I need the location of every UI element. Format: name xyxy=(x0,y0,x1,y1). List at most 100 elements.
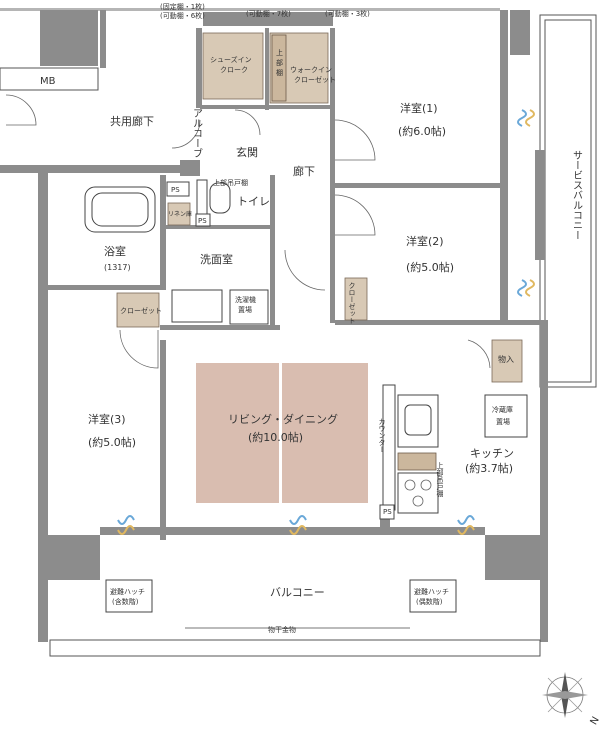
label-shoes-closet-1: シューズイン xyxy=(210,55,252,64)
label-laundry-rail: 物干金物 xyxy=(268,625,296,634)
top-storage-wall xyxy=(203,12,333,26)
bedroom-divider xyxy=(335,183,500,188)
outer-walls xyxy=(0,8,597,657)
label-counter: カウンター xyxy=(378,418,386,453)
bath-bottom-wall xyxy=(48,285,160,290)
ps-box-2 xyxy=(195,213,211,227)
entry-left-wall xyxy=(196,28,202,108)
bathtub-inner xyxy=(91,192,149,227)
label-living-name: リビング・ダイニング xyxy=(228,412,338,426)
label-western1-name: 洋室(1) xyxy=(400,101,438,115)
balcony-column-left xyxy=(48,535,100,580)
toilet-tank xyxy=(196,179,208,217)
closet-bedroom3 xyxy=(116,292,160,328)
right-wall-upper xyxy=(500,10,508,320)
bath-right-wall xyxy=(160,175,166,290)
label-mb: MB xyxy=(40,76,56,87)
upper-shelf xyxy=(271,34,287,102)
door-entrance xyxy=(171,119,201,149)
fridge-place xyxy=(484,394,528,438)
label-entrance: 玄関 xyxy=(236,145,258,159)
label-common-corridor: 共用廊下 xyxy=(110,114,154,128)
label-washer-2: 置場 xyxy=(238,305,252,314)
corridor-bottom-wall xyxy=(0,165,185,173)
door-corridor-left xyxy=(5,94,37,126)
label-kitchen-name: キッチン xyxy=(470,447,514,460)
bedroom3-right-wall xyxy=(160,340,166,540)
vent-bedroom3-b xyxy=(117,515,135,525)
vent-bedroom2-y xyxy=(525,279,535,297)
vent-bedroom1-b xyxy=(517,109,527,127)
door-washroom xyxy=(284,249,326,291)
service-balcony-inner xyxy=(544,19,592,383)
label-upper-cabinet: 上部吊戸棚 xyxy=(213,178,248,187)
label-storage-small: 物入 xyxy=(498,354,514,364)
label-washroom: 洗面室 xyxy=(200,252,233,266)
label-upper-shelf-1: 上 xyxy=(276,48,283,57)
interior-walls xyxy=(48,28,540,540)
vent-bedroom2-b xyxy=(517,279,527,297)
compass-icon xyxy=(542,672,588,718)
kitchen-sink xyxy=(404,404,432,436)
vent-kitchen-y xyxy=(457,525,475,535)
label-north: N xyxy=(589,715,602,727)
label-closet-bedroom2: クローゼット xyxy=(348,282,356,324)
label-shoes-closet-2: クローク xyxy=(220,66,248,74)
label-shelf-movable-7: (可動棚・7枚) xyxy=(246,9,291,18)
door-bedroom1 xyxy=(334,119,376,161)
door-kitchen-storage xyxy=(467,339,491,369)
toilet-bowl xyxy=(209,182,231,214)
door-shoes xyxy=(234,109,261,136)
fixtures xyxy=(84,179,528,613)
label-closet-bedroom3: クローゼット xyxy=(120,306,162,315)
right-column-top xyxy=(510,10,530,55)
vent-bedroom1-y xyxy=(525,109,535,127)
vent-living-y xyxy=(289,525,307,535)
label-fridge-1: 冷蔵庫 xyxy=(492,405,513,414)
alcove-wall xyxy=(180,160,200,176)
label-toilet: トイレ xyxy=(237,195,270,208)
label-ps-2: PS xyxy=(198,217,207,225)
closet-bottom-wall xyxy=(200,105,330,109)
label-hatch1-1: 避難ハッチ xyxy=(110,587,145,596)
label-western2-name: 洋室(2) xyxy=(406,234,444,248)
closet-bedroom2 xyxy=(344,277,368,321)
label-upper-shelf-3: 棚 xyxy=(276,68,283,77)
right-column-mid xyxy=(535,150,545,260)
balcony-inner-wall xyxy=(100,527,485,535)
mb-side-wall xyxy=(100,10,106,68)
doors xyxy=(5,94,491,369)
stove xyxy=(397,472,439,514)
label-upper-shelf-2: 部 xyxy=(276,58,283,67)
washroom-top-wall xyxy=(166,225,271,229)
left-wall xyxy=(38,172,48,642)
living-floor-right xyxy=(282,363,368,503)
balcony-rail xyxy=(49,639,541,657)
labels: (固定棚・1枚) (可動棚・6枚) (可動棚・7枚) (可動棚・3枚) MB 共… xyxy=(40,2,602,727)
label-service-balcony: サービスバルコニー xyxy=(571,150,583,240)
label-hatch2-1: 避難ハッチ xyxy=(414,587,449,596)
vent-bedroom3-y xyxy=(117,525,135,535)
shoes-closet xyxy=(202,32,264,100)
label-balcony: バルコニー xyxy=(270,586,325,599)
washroom-bottom-wall xyxy=(160,325,280,330)
label-shelf-movable-3: (可動棚・3枚) xyxy=(325,9,370,18)
living-floor xyxy=(196,363,368,503)
burner-1 xyxy=(404,479,416,491)
label-shelf-fixed: (固定棚・1枚) xyxy=(160,2,205,11)
washer-place xyxy=(229,289,269,325)
label-kitchen-size: (約3.7帖) xyxy=(465,461,513,475)
label-washer-1: 洗濯機 xyxy=(235,295,256,304)
linen-storage xyxy=(167,202,191,226)
mb-box xyxy=(0,67,99,91)
mb-block xyxy=(40,10,98,66)
living-floor-left xyxy=(196,363,279,503)
label-western3-size: (約5.0帖) xyxy=(88,435,136,449)
label-walkin-1: ウォークイン xyxy=(290,66,332,74)
label-walkin-2: クローゼット xyxy=(294,75,336,84)
balcony-column-right xyxy=(485,535,540,580)
ps-box-3 xyxy=(379,504,395,520)
washbasin xyxy=(171,289,223,323)
label-ps-1: PS xyxy=(171,186,180,194)
